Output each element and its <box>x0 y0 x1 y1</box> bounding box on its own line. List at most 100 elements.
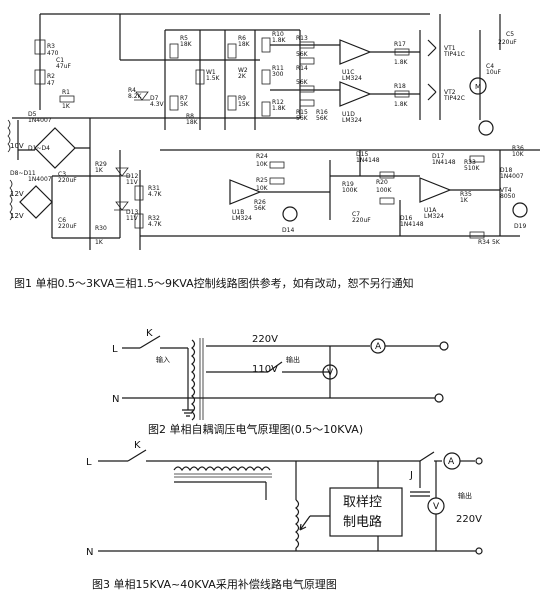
value-W2: 2K <box>238 73 247 80</box>
label-D5: D5 <box>28 111 37 118</box>
label-VT2: VT2 <box>444 89 456 96</box>
label-R24: R24 <box>256 153 268 160</box>
value-R1: 1K <box>62 103 71 110</box>
label-R31: R31 <box>148 185 160 192</box>
label-R29: R29 <box>95 161 107 168</box>
value-R9: 15K <box>238 101 251 108</box>
value-R5: 18K <box>180 41 193 48</box>
value-R36: 10K <box>512 151 525 158</box>
label-R15: R15 <box>296 109 308 116</box>
label-R5: R5 <box>180 35 188 42</box>
value-R18: 1.8K <box>394 101 409 108</box>
label-R2: R2 <box>47 73 55 80</box>
fig2-input-label: 输入 <box>156 355 170 364</box>
fig3-output-voltage: 220V <box>456 514 482 525</box>
label-R32: R32 <box>148 215 160 222</box>
value-R26: 56K <box>254 205 267 212</box>
value-R19: 100K <box>342 187 358 194</box>
figure2-caption: 图2 单相自耦调压电气原理图(0.5～10KVA) <box>148 422 363 436</box>
label-12v-b: 12V <box>10 212 24 220</box>
value-D16: 1N4148 <box>400 221 424 228</box>
value-W1: 1.5K <box>206 75 221 82</box>
value-U1D: LM324 <box>342 117 362 124</box>
fig2-ammeter-symbol: A <box>375 342 382 352</box>
figure1-schematic <box>7 13 540 250</box>
label-D12: D12 <box>126 173 138 180</box>
value-C4: 10uF <box>486 69 501 76</box>
value-VT2: TIP42C <box>443 95 465 102</box>
output-terminal-n-fig3 <box>475 547 483 555</box>
label-D18: D18 <box>500 167 512 174</box>
fig3-relay-label: J <box>409 470 413 481</box>
label-D16: D16 <box>400 215 412 222</box>
value-D18: 1N4007 <box>500 173 524 180</box>
fig2-line-label: L <box>112 344 118 355</box>
output-terminal-n-fig2 <box>434 393 444 403</box>
fig3-neutral-label: N <box>86 547 93 558</box>
label-W1: W1 <box>206 69 216 76</box>
label-M: M <box>475 83 481 91</box>
label-D13: D13 <box>126 209 138 216</box>
value-R33: 510K <box>464 165 480 172</box>
output-terminal-l-fig2 <box>439 341 449 351</box>
value-U1A: LM324 <box>424 213 444 220</box>
value-R13: 56K <box>296 51 309 58</box>
label-D7: D7 <box>150 95 159 102</box>
value-VT1: TIP41C <box>443 51 465 58</box>
value-D5: 1N4007 <box>28 117 52 124</box>
label-R20: R20 <box>376 179 388 186</box>
value-D7: 4.3V <box>150 101 165 108</box>
label-C7: C7 <box>352 211 360 218</box>
label-U1A: U1A <box>424 207 437 214</box>
fig3-line-label: L <box>86 457 92 468</box>
fig3-control-box-line1: 取样控 <box>343 495 382 510</box>
value-R34: 5K <box>492 239 501 246</box>
value-R8: 18K <box>186 119 199 126</box>
fig3-switch-label: K <box>134 440 141 451</box>
label-R35: R35 <box>460 191 472 198</box>
value-R24: 10K <box>256 161 269 168</box>
value-R16: 56K <box>316 115 329 122</box>
fig3-control-box-line2: 制电路 <box>343 514 382 530</box>
label-U1B: U1B <box>232 209 244 216</box>
label-C5: C5 <box>506 31 514 38</box>
value-R32: 4.7K <box>148 221 163 228</box>
label-R1: R1 <box>62 89 70 96</box>
sampling-control-box <box>329 487 403 537</box>
fig2-switch-label: K <box>146 328 153 339</box>
value-C6: 220uF <box>58 223 77 230</box>
label-R18: R18 <box>394 83 406 90</box>
value-R15: 56K <box>296 115 309 122</box>
label-R12: R12 <box>272 99 284 106</box>
label-D17: D17 <box>432 153 444 160</box>
fig2-neutral-label: N <box>112 394 119 405</box>
value-D17: 1N4148 <box>432 159 456 166</box>
label-R16: R16 <box>316 109 328 116</box>
value-VT4: 8050 <box>500 193 515 200</box>
label-U1D: U1D <box>342 111 355 118</box>
value-R11: 300 <box>272 71 284 78</box>
label-R11: R11 <box>272 65 284 72</box>
label-C6: C6 <box>58 217 66 224</box>
figure1-labels: R3 470 R2 47 R1 1K C1 47uF D5 1N4007 10V… <box>10 31 526 246</box>
value-D12: 11V <box>126 179 139 186</box>
label-D8-D11: D8~D11 <box>10 170 36 177</box>
label-VT1: VT1 <box>444 45 456 52</box>
label-R9: R9 <box>238 95 246 102</box>
value-C3: 220uF <box>58 177 77 184</box>
fig2-output-label: 输出 <box>286 355 300 364</box>
fig3-ammeter-symbol: A <box>448 457 455 467</box>
label-C1: C1 <box>56 57 64 64</box>
label-R19: R19 <box>342 181 354 188</box>
switch-k-fig2 <box>139 335 161 349</box>
label-C4: C4 <box>486 63 494 70</box>
value-R20: 100K <box>376 187 392 194</box>
figure1-caption: 图1 单相0.5～3KVA三相1.5～9KVA控制线路图供参考，如有改动，恕不另… <box>14 276 414 290</box>
label-R33: R33 <box>464 159 476 166</box>
label-R7: R7 <box>180 95 188 102</box>
value-R31: 4.7K <box>148 191 163 198</box>
value-R2: 47 <box>47 80 55 87</box>
value-R4: 8.2K <box>128 93 143 100</box>
label-R8: R8 <box>186 113 194 120</box>
value-R14: 56K <box>296 79 309 86</box>
